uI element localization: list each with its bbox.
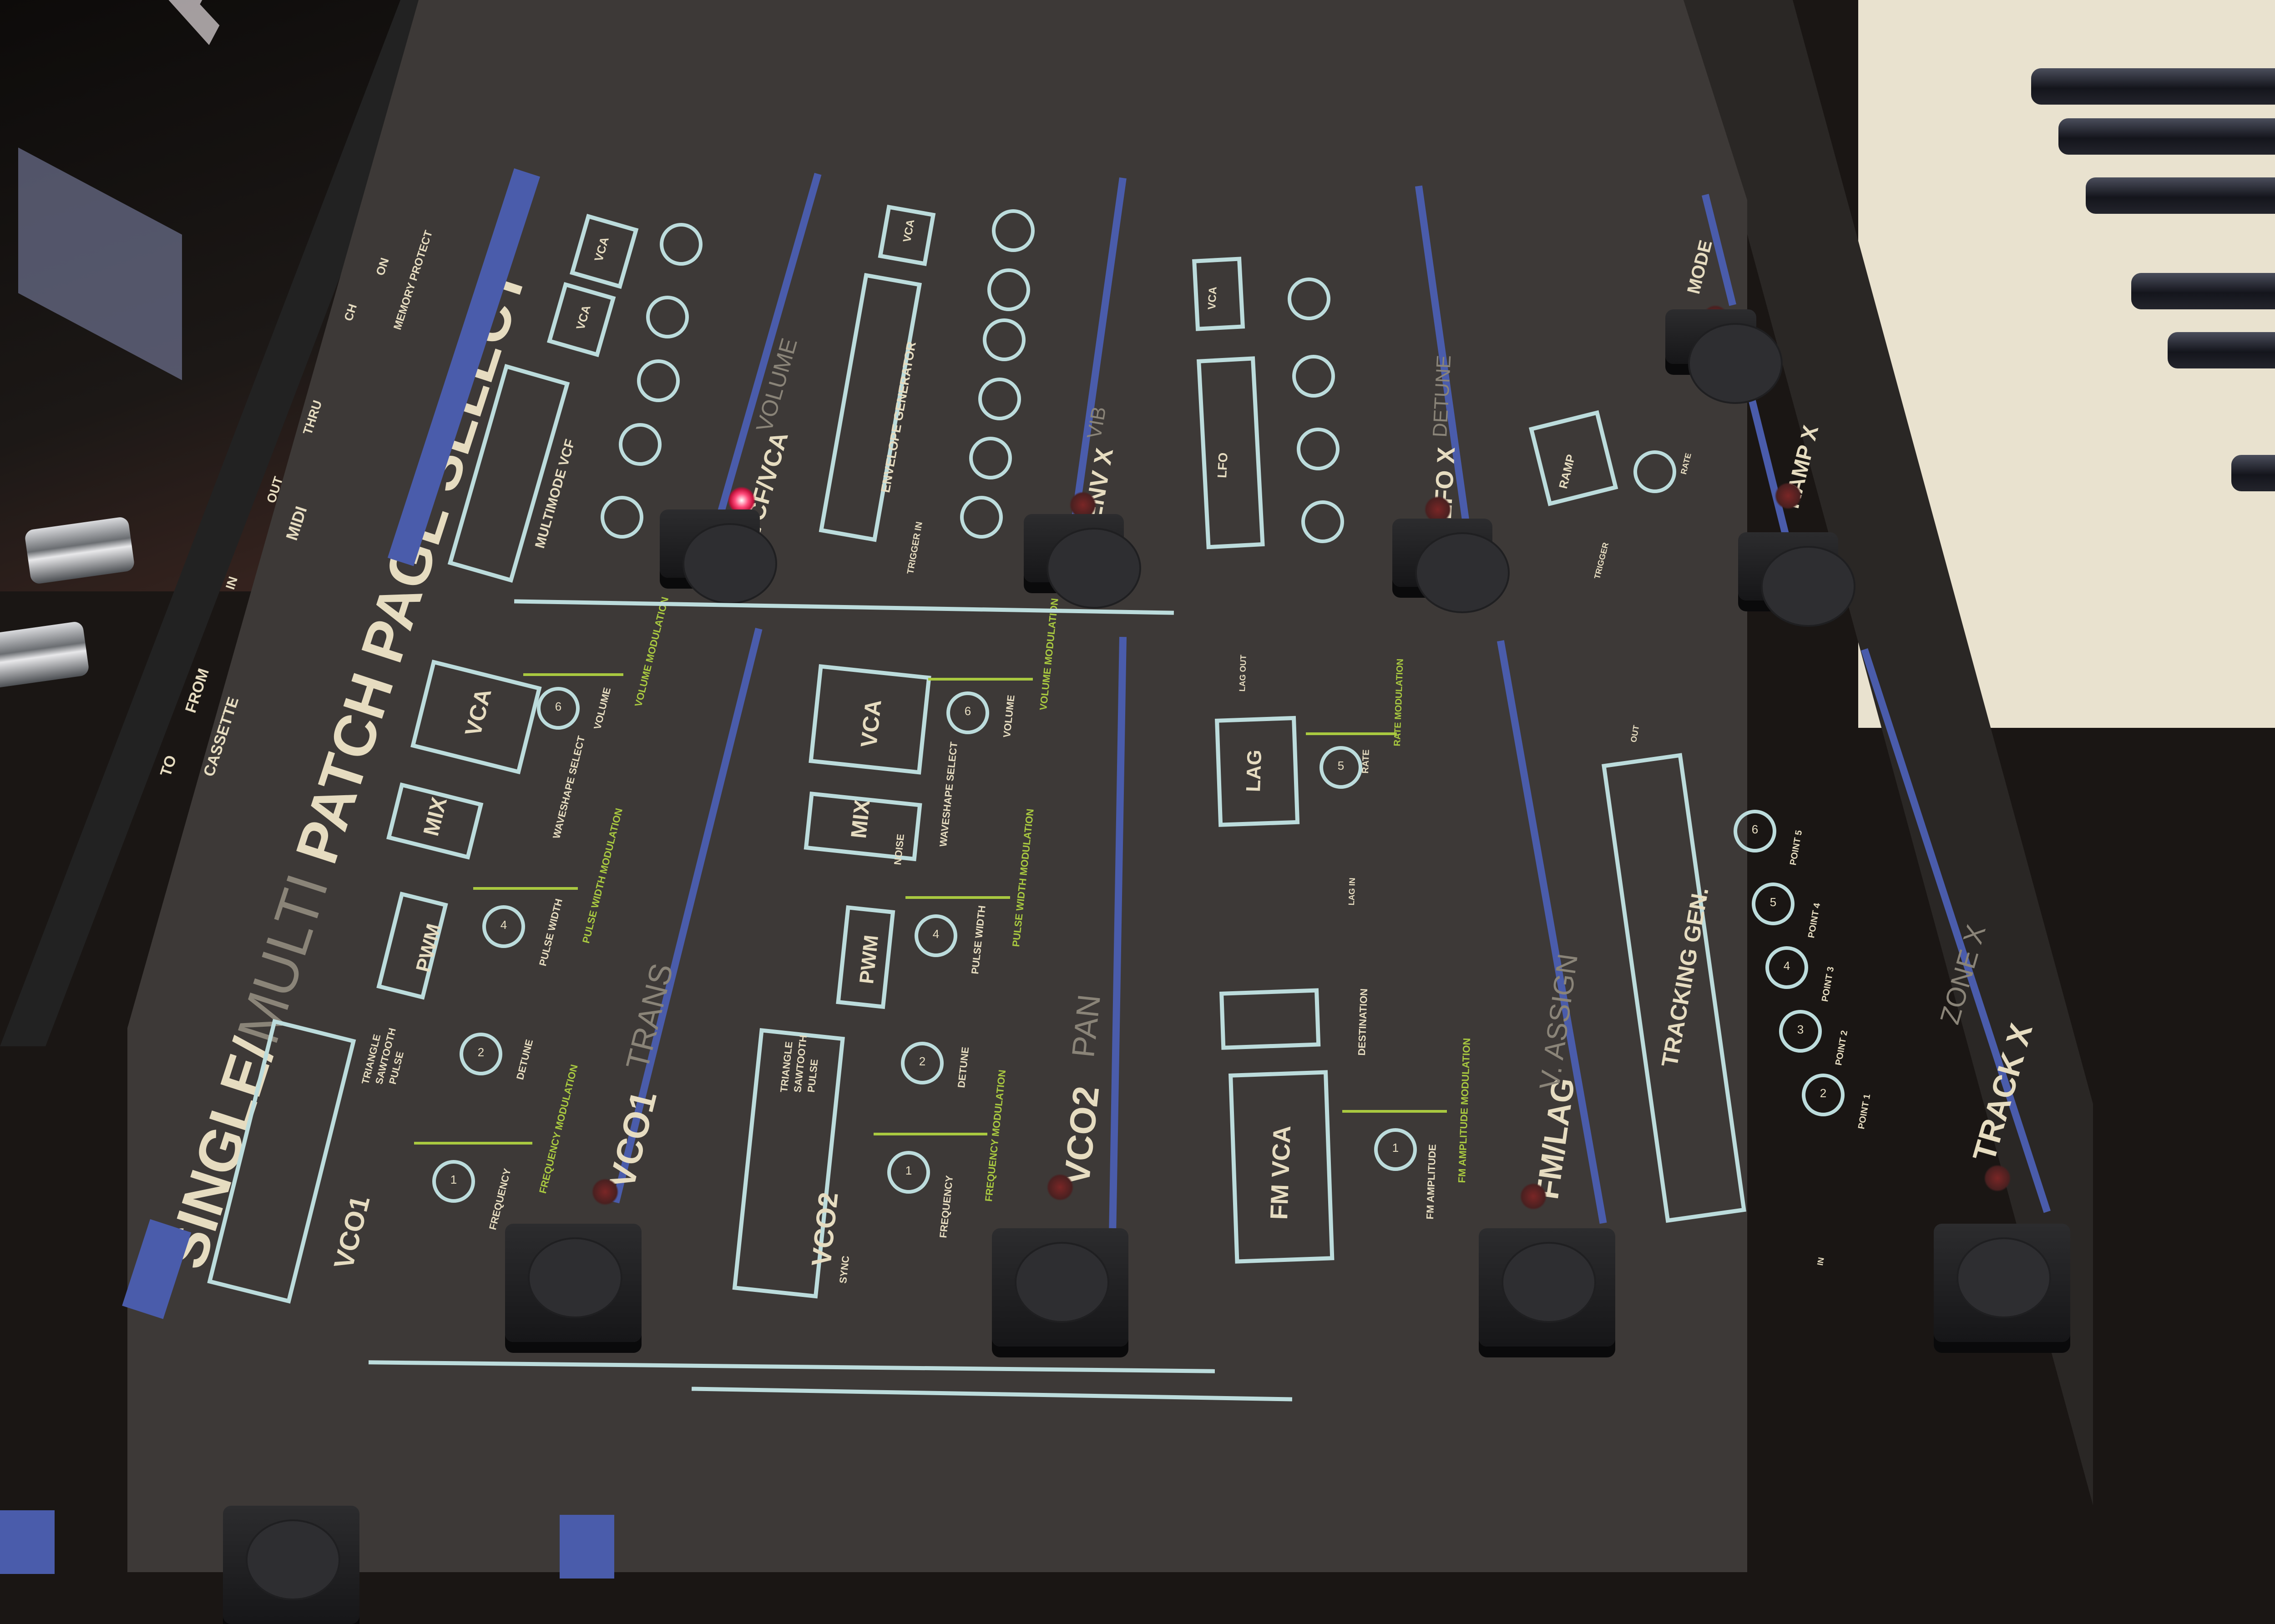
accent-bar <box>0 1510 55 1574</box>
vco2-pw-mod-line <box>905 896 1010 899</box>
audio-jack-2 <box>0 620 90 690</box>
ramp-led <box>1774 482 1802 509</box>
lag-knob-rate[interactable]: 5 <box>1320 746 1362 789</box>
track-led <box>1984 1165 2011 1192</box>
fm-destination-label: DESTINATION <box>1356 988 1370 1056</box>
lfo-page-button[interactable] <box>1392 519 1510 613</box>
vco1-knob-detune[interactable]: 2 <box>460 1033 502 1075</box>
env-knob[interactable] <box>969 437 1012 479</box>
vco2-knob-frequency[interactable]: 1 <box>887 1151 930 1194</box>
lag-out-label: LAG OUT <box>1238 655 1248 692</box>
black-key[interactable] <box>2058 118 2275 155</box>
track-knob-point-4[interactable]: 5 <box>1752 883 1795 925</box>
track-knob-point-5[interactable]: 6 <box>1734 810 1776 852</box>
vco2-page-button[interactable] <box>992 1228 1128 1347</box>
lfo-vca-knob[interactable] <box>1288 277 1330 320</box>
vco1-knob-pulse-width[interactable]: 4 <box>482 905 525 948</box>
vcf-vca-page-button[interactable] <box>660 509 777 604</box>
mode-page-button[interactable] <box>1665 309 1783 404</box>
lag-rate-mod-line <box>1306 732 1397 735</box>
vco1-led <box>592 1178 619 1205</box>
vcf-vca-knob[interactable] <box>646 296 689 338</box>
lfo-knob[interactable] <box>1292 355 1335 398</box>
vcf-vca-knob[interactable] <box>660 223 703 266</box>
lfo-vca-label: VCA <box>1206 286 1219 310</box>
env-knob[interactable] <box>983 318 1026 361</box>
vco2-freq-mod-line <box>874 1133 987 1135</box>
vco2-secondary-label: PAN <box>1065 993 1107 1059</box>
cassette-to: TO <box>157 753 180 779</box>
lfo-block-label: LFO <box>1215 452 1230 479</box>
vco2-knob-pulse-width[interactable]: 4 <box>915 914 957 957</box>
env-knob[interactable] <box>992 209 1035 252</box>
accent-bar <box>560 1515 614 1579</box>
env-knob[interactable] <box>987 268 1030 311</box>
vco1-knob-frequency[interactable]: 1 <box>432 1160 475 1203</box>
fm-knob-amplitude[interactable]: 1 <box>1374 1128 1417 1171</box>
track-knob-point-1[interactable]: 2 <box>1802 1074 1845 1116</box>
ramp-knob-rate[interactable] <box>1633 450 1676 493</box>
vco2-led <box>1046 1174 1074 1201</box>
lag-rate-label: RATE <box>1360 749 1371 774</box>
vco1-knob-volume[interactable]: 6 <box>537 687 580 730</box>
black-key[interactable] <box>2086 177 2275 214</box>
track-knob-point-3[interactable]: 4 <box>1765 946 1808 989</box>
track-page-button[interactable] <box>1934 1224 2070 1342</box>
env-knob[interactable] <box>978 378 1021 420</box>
lfo-knob[interactable] <box>1297 428 1340 470</box>
vcf-knob[interactable] <box>601 496 643 539</box>
partial-page-button[interactable] <box>223 1506 359 1624</box>
fm-lag-led <box>1520 1183 1547 1210</box>
env-page-button[interactable] <box>1024 514 1141 609</box>
vcf-knob[interactable] <box>637 359 680 402</box>
vco2-mix-label: MIX <box>846 798 875 840</box>
fm-lag-page-button[interactable] <box>1479 1228 1615 1347</box>
vco1-freq-mod-line <box>414 1142 532 1145</box>
vco1-page-button[interactable] <box>505 1224 642 1342</box>
fm-amp-mod-line <box>1342 1110 1447 1113</box>
track-point-2-label: POINT 2 <box>1834 1029 1850 1066</box>
accent-bar <box>1743 376 1794 555</box>
vcf-knob[interactable] <box>619 423 662 466</box>
vco2-vca-label: VCA <box>855 698 886 749</box>
lag-label: LAG <box>1242 749 1266 792</box>
track-point-1-label: POINT 1 <box>1856 1093 1873 1130</box>
vco1-vol-mod-line <box>523 673 623 676</box>
fm-vca-label: FM VCA <box>1265 1125 1296 1221</box>
track-in-label: IN <box>1815 1256 1826 1266</box>
black-key[interactable] <box>2131 273 2275 309</box>
vco2-knob-detune[interactable]: 2 <box>901 1042 944 1084</box>
lfo-secondary-label: DETUNE <box>1429 354 1456 438</box>
vco1-pw-mod-line <box>473 887 578 890</box>
ramp-page-button[interactable] <box>1738 532 1855 627</box>
lag-in-label: LAG IN <box>1347 878 1357 906</box>
track-knob-point-2[interactable]: 3 <box>1779 1010 1822 1053</box>
lfo-knob[interactable] <box>1301 500 1344 543</box>
synth-panel <box>127 0 1747 1572</box>
vco2-vol-mod-line <box>928 678 1033 681</box>
fm-destination-switch <box>1219 988 1321 1050</box>
black-key[interactable] <box>2231 455 2275 491</box>
vco2-knob-volume[interactable]: 6 <box>946 691 989 734</box>
track-point-3-label: POINT 3 <box>1820 966 1836 1003</box>
black-key[interactable] <box>2168 332 2275 368</box>
track-point-5-label: POINT 5 <box>1788 829 1805 866</box>
track-point-4-label: POINT 4 <box>1806 902 1823 939</box>
env-knob[interactable] <box>960 496 1003 539</box>
black-key[interactable] <box>2031 68 2275 105</box>
